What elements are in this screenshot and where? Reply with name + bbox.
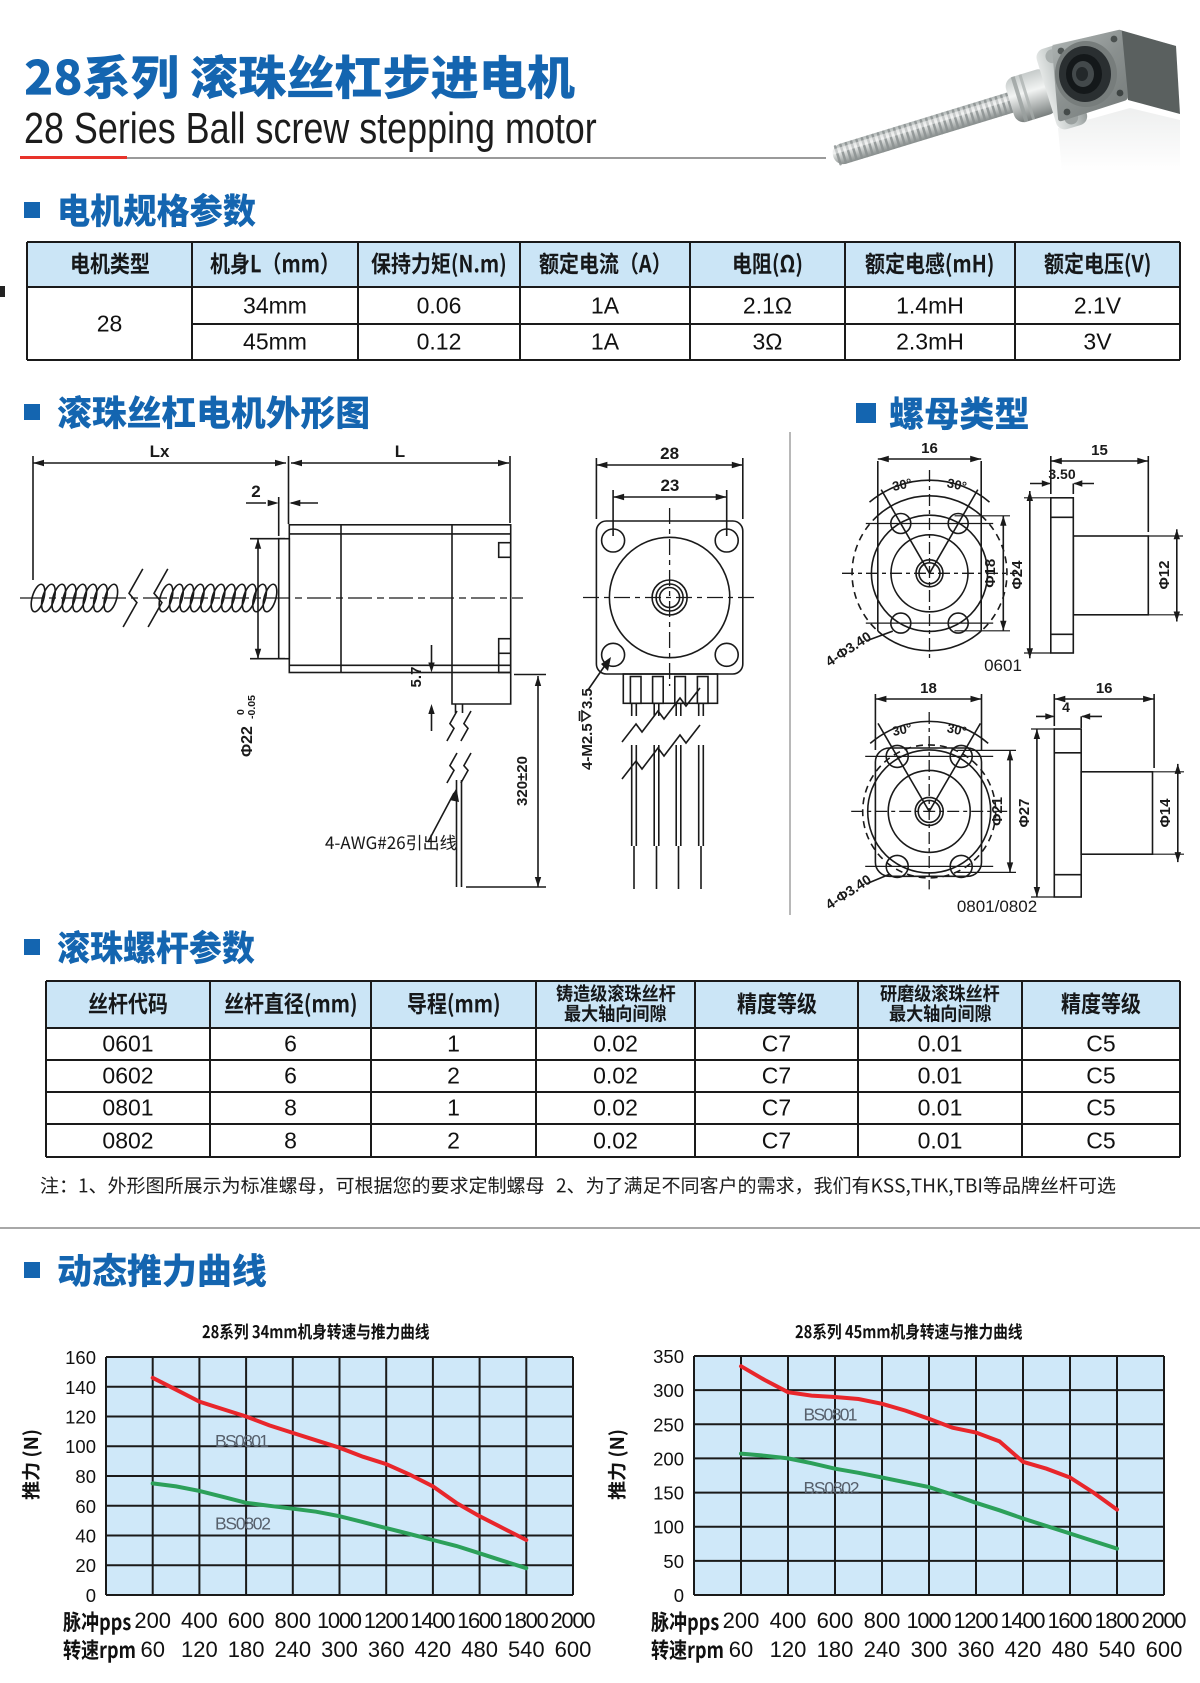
svg-text:120: 120 [181,1637,218,1662]
svg-text:300: 300 [321,1637,358,1662]
svg-text:BS0801: BS0801 [215,1431,269,1451]
svg-text:15: 15 [1091,442,1108,459]
svg-text:BS0802: BS0802 [804,1478,860,1498]
svg-text:23: 23 [660,476,679,495]
svg-text:120: 120 [770,1637,807,1662]
svg-text:3.5: 3.5 [579,688,596,709]
svg-text:Φ18: Φ18 [982,559,999,588]
svg-text:20: 20 [75,1555,96,1576]
svg-text:0: 0 [674,1585,684,1606]
svg-text:1200: 1200 [364,1608,409,1633]
svg-text:350: 350 [653,1346,684,1367]
svg-text:300: 300 [653,1380,684,1401]
svg-text:0601: 0601 [984,656,1022,675]
svg-text:200: 200 [653,1448,684,1469]
svg-text:Φ21: Φ21 [989,797,1006,826]
svg-text:140: 140 [65,1377,96,1398]
svg-text:1800: 1800 [1095,1608,1140,1633]
svg-text:600: 600 [1146,1637,1183,1662]
svg-text:300: 300 [911,1637,948,1662]
svg-text:Φ24: Φ24 [1009,560,1026,590]
svg-text:30°: 30° [946,475,968,494]
svg-text:400: 400 [770,1608,807,1633]
svg-text:320±20: 320±20 [514,756,531,806]
svg-text:100: 100 [65,1436,96,1457]
svg-text:Φ14: Φ14 [1157,798,1174,828]
svg-text:1800: 1800 [504,1608,549,1633]
svg-text:160: 160 [65,1347,96,1368]
svg-text:150: 150 [653,1483,684,1504]
svg-text:1000: 1000 [907,1608,952,1633]
svg-text:400: 400 [181,1608,218,1633]
svg-text:240: 240 [864,1637,901,1662]
svg-text:100: 100 [653,1517,684,1538]
svg-text:1600: 1600 [457,1608,502,1633]
svg-text:480: 480 [461,1637,498,1662]
svg-text:60: 60 [729,1637,753,1662]
svg-text:2: 2 [251,482,260,501]
svg-text:1000: 1000 [317,1608,362,1633]
svg-text:Φ22: Φ22 [239,726,256,757]
svg-text:4: 4 [1062,699,1070,715]
svg-text:240: 240 [274,1637,311,1662]
svg-text:360: 360 [958,1637,995,1662]
svg-text:30°: 30° [946,720,968,739]
svg-text:200: 200 [134,1608,171,1633]
svg-text:Φ27: Φ27 [1016,799,1033,828]
svg-text:540: 540 [508,1637,545,1662]
svg-text:800: 800 [274,1608,311,1633]
svg-text:5.7: 5.7 [408,667,425,688]
svg-text:800: 800 [864,1608,901,1633]
svg-text:200: 200 [723,1608,760,1633]
svg-text:480: 480 [1052,1637,1089,1662]
svg-text:16: 16 [921,440,938,457]
svg-text:28: 28 [660,444,679,463]
svg-text:0: 0 [86,1585,96,1606]
svg-text:540: 540 [1099,1637,1136,1662]
svg-text:Φ12: Φ12 [1156,561,1173,590]
svg-text:2000: 2000 [1142,1608,1187,1633]
svg-text:600: 600 [228,1608,265,1633]
svg-text:360: 360 [368,1637,405,1662]
svg-text:600: 600 [817,1608,854,1633]
svg-text:2000: 2000 [551,1608,596,1633]
svg-text:Lx: Lx [150,442,170,461]
svg-text:420: 420 [1005,1637,1042,1662]
svg-text:60: 60 [75,1496,96,1517]
svg-text:1600: 1600 [1048,1608,1093,1633]
svg-text:18: 18 [920,680,937,697]
svg-text:600: 600 [555,1637,592,1662]
svg-text:80: 80 [75,1466,96,1487]
svg-text:16: 16 [1096,680,1113,697]
svg-text:0: 0 [235,709,247,715]
svg-text:1400: 1400 [1001,1608,1046,1633]
svg-text:250: 250 [653,1414,684,1435]
svg-text:420: 420 [415,1637,452,1662]
svg-text:-0.05: -0.05 [246,695,258,719]
svg-text:BS0801: BS0801 [804,1405,858,1425]
svg-text:50: 50 [663,1551,684,1572]
svg-text:60: 60 [140,1637,164,1662]
svg-text:BS0802: BS0802 [215,1514,271,1534]
svg-text:180: 180 [817,1637,854,1662]
svg-text:L: L [395,442,405,461]
svg-text:40: 40 [75,1526,96,1547]
svg-text:30°: 30° [891,475,913,494]
svg-text:30°: 30° [891,720,913,739]
svg-text:3.50: 3.50 [1048,466,1075,482]
svg-text:4-M2.5: 4-M2.5 [579,723,596,770]
svg-text:1200: 1200 [954,1608,999,1633]
svg-text:1400: 1400 [410,1608,455,1633]
svg-text:0801/0802: 0801/0802 [957,897,1037,916]
svg-text:180: 180 [228,1637,265,1662]
svg-text:120: 120 [65,1407,96,1428]
